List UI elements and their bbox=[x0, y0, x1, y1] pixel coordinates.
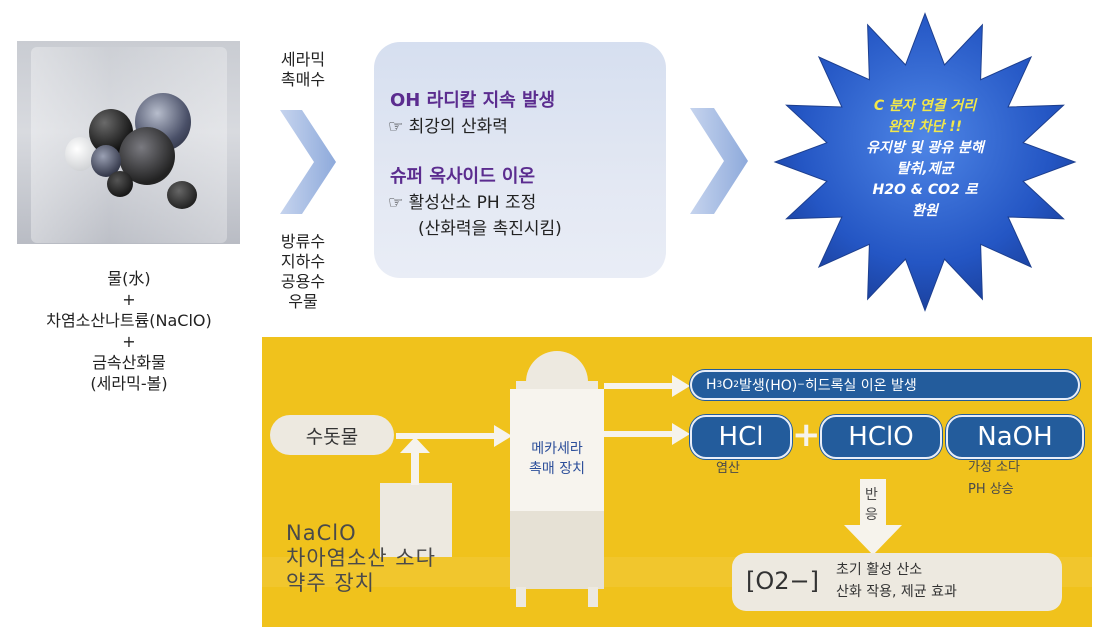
catalyst-device: 메카세라 촉매 장치 bbox=[510, 351, 604, 607]
naclo-line: NaClO bbox=[286, 521, 357, 545]
star-line: 완전 차단 !! bbox=[887, 119, 963, 135]
ceramic-ball bbox=[167, 181, 197, 209]
naoh-pill: NaOH bbox=[946, 415, 1084, 459]
naoh-label: 가성 소다 bbox=[968, 460, 1020, 475]
ceramic-ball-photo bbox=[17, 41, 240, 244]
chevron-right-icon bbox=[280, 110, 336, 214]
caption-line: (세라믹-볼) bbox=[90, 374, 168, 393]
device-label: 메카세라 촉매 장치 bbox=[510, 439, 604, 479]
naclo-line: 약주 장치 bbox=[286, 571, 375, 595]
effect-bubble: OH 라디칼 지속 발생 ☞ 최강의 산화력 슈퍼 옥사이드 이온 ☞ 활성산소… bbox=[374, 42, 666, 278]
water-source: 공용수 bbox=[280, 272, 326, 291]
tap-water-label: 수돗물 bbox=[305, 425, 359, 448]
caption-line: 금속산화물 bbox=[92, 353, 166, 372]
naclo-dosing-box bbox=[380, 483, 452, 557]
water-source: 지하수 bbox=[280, 252, 326, 271]
ceramic-ball bbox=[65, 137, 95, 171]
radical-detail: ☞ 최강의 산화력 bbox=[388, 117, 508, 137]
formula-sup: − bbox=[797, 380, 805, 390]
naoh-labels: 가성 소다 PH 상승 bbox=[968, 457, 1020, 501]
superoxide-line: 산화 작용, 제균 효과 bbox=[836, 584, 957, 600]
starburst-shape bbox=[773, 12, 1077, 312]
caption-line: + bbox=[122, 290, 136, 309]
hcl-formula: HCl bbox=[718, 422, 764, 452]
label-line: 세라믹 bbox=[280, 50, 326, 69]
catalyst-water-label: 세라믹 촉매수 bbox=[268, 50, 338, 90]
water-sources-list: 방류수 지하수 공용수 우물 bbox=[268, 232, 338, 312]
tap-water-pill: 수돗물 bbox=[270, 415, 394, 455]
arrow-right-icon bbox=[396, 425, 512, 447]
label-line: 촉매수 bbox=[280, 70, 326, 89]
ceramic-ball bbox=[107, 171, 133, 197]
hcl-pill: HCl bbox=[690, 415, 792, 459]
arrow-right-icon bbox=[604, 423, 690, 445]
superoxide-pill: [O2−] 초기 활성 산소 산화 작용, 제균 효과 bbox=[732, 553, 1062, 611]
hcl-label: 염산 bbox=[716, 461, 740, 476]
formula-sub: 2 bbox=[733, 380, 740, 390]
caption-line: 물(水) bbox=[107, 269, 151, 288]
device-leg bbox=[516, 587, 526, 607]
chevron-right-icon bbox=[690, 108, 748, 214]
star-line: H2O & CO2 로 bbox=[872, 182, 978, 198]
star-line: C 분자 연결 거리 bbox=[873, 98, 977, 114]
device-label-line: 메카세라 bbox=[531, 441, 583, 457]
formula-sub: 3 bbox=[716, 380, 723, 390]
star-line: 유지방 및 광유 분해 bbox=[866, 140, 984, 156]
naoh-label: PH 상승 bbox=[968, 482, 1014, 497]
caption-line: + bbox=[122, 332, 136, 351]
formula-text: 히드록실 이온 발생 bbox=[804, 378, 917, 394]
arrow-down-icon bbox=[844, 479, 902, 555]
formula-text: O bbox=[722, 377, 734, 393]
hclo-formula: HClO bbox=[848, 422, 914, 452]
formula-text: 발생(HO) bbox=[739, 378, 798, 394]
ingredients-caption: 물(水) + 차염소산나트륨(NaClO) + 금속산화물 (세라믹-볼) bbox=[15, 268, 243, 394]
formula-text: H bbox=[706, 377, 717, 393]
reaction-char: 응 bbox=[865, 507, 878, 523]
reaction-char: 반 bbox=[865, 487, 878, 503]
arrow-up-icon bbox=[400, 437, 430, 485]
superoxide-detail: ☞ 활성산소 PH 조정 bbox=[388, 193, 537, 213]
plus-sign: + bbox=[792, 415, 821, 455]
device-dome bbox=[526, 351, 588, 385]
device-label-line: 촉매 장치 bbox=[529, 461, 585, 477]
superoxide-line: 초기 활성 산소 bbox=[836, 562, 923, 578]
superoxide-text: 초기 활성 산소 산화 작용, 제균 효과 bbox=[836, 559, 957, 603]
star-line: 탈취,제균 bbox=[896, 161, 954, 177]
superoxide-heading: 슈퍼 옥사이드 이온 bbox=[390, 166, 536, 187]
water-source: 방류수 bbox=[280, 232, 326, 251]
naclo-label: NaClO 차아염소산 소다 약주 장치 bbox=[286, 521, 436, 596]
arrow-right-icon bbox=[604, 375, 690, 397]
device-leg bbox=[588, 587, 598, 607]
naoh-formula: NaOH bbox=[977, 422, 1053, 452]
superoxide-formula: [O2−] bbox=[746, 567, 819, 595]
star-line: 환원 bbox=[912, 203, 938, 219]
hclo-pill: HClO bbox=[820, 415, 942, 459]
starburst-text: C 분자 연결 거리 완전 차단 !! 유지방 및 광유 분해 탈취,제균 H2… bbox=[830, 96, 1020, 222]
reaction-label: 반 응 bbox=[865, 485, 878, 525]
radical-heading: OH 라디칼 지속 발생 bbox=[390, 90, 556, 111]
naclo-line: 차아염소산 소다 bbox=[286, 546, 436, 570]
device-rim bbox=[516, 381, 598, 391]
water-source: 우물 bbox=[288, 292, 318, 311]
superoxide-note: (산화력을 촉진시킴) bbox=[418, 219, 562, 239]
device-lower bbox=[510, 511, 604, 589]
caption-line: 차염소산나트륨(NaClO) bbox=[46, 311, 212, 330]
